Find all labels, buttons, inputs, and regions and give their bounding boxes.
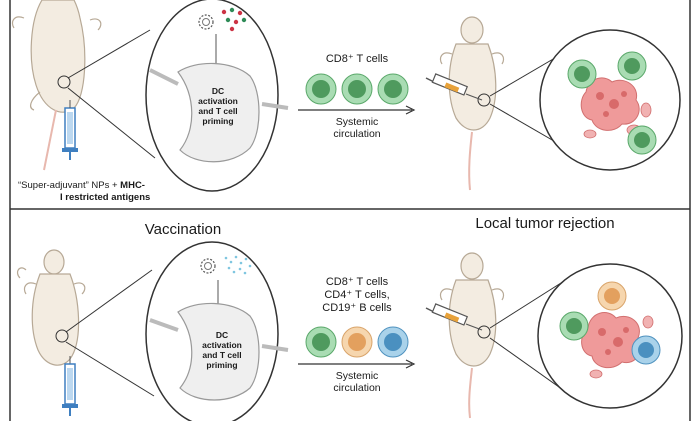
tumor-rejection-heading: Local tumor rejection [475,215,614,232]
b-cell-cd19 [631,335,661,365]
zoom-line [65,269,153,333]
ln-label-line: DC [212,86,224,96]
circulation-arrow-top [298,105,416,115]
ln-label-line: activation [198,96,238,106]
cells-title-bottom: CD4⁺ T cells, [324,289,389,301]
t-cell [341,73,373,105]
zoom-line [67,87,156,159]
ln-label-line: priming [206,360,237,370]
t-cell-cd4 [597,281,627,311]
lymph-node-zoom-bottom [145,241,289,421]
mouse-right-top [439,16,505,191]
mouse-left-top [11,0,102,171]
t-cell [627,125,657,155]
mouse-right-bottom [439,252,505,419]
ln-label-line: priming [202,116,233,126]
syringe-right-top [425,73,483,101]
nps-caption: “Super-adjuvant” NPs + MHC- [18,180,145,191]
b-cell-cd19 [377,326,409,358]
t-cell [305,73,337,105]
lymph-node-zoom-top [145,0,289,192]
arrow-label-line: Systemic [336,116,379,128]
cells-title-bottom: CD8⁺ T cells [326,276,389,288]
tumor-zoom-top [539,29,681,171]
circulation-arrow-bottom [298,359,416,369]
ln-label-line: DC [216,330,228,340]
ln-label-line: and T cell [198,106,237,116]
zoom-line [489,275,573,329]
cells-title-top: CD8⁺ T cells [326,53,389,65]
zoom-line [489,337,567,393]
ln-label-line: and T cell [202,350,241,360]
vaccination-heading: Vaccination [145,221,221,238]
t-cell [567,59,597,89]
syringe-left-bottom [62,356,78,416]
nps-caption-line2: I restricted antigens [60,192,150,203]
arrow-label-line: circulation [333,128,380,140]
t-cell-cd4 [341,326,373,358]
syringe-right-bottom [425,303,483,331]
cells-title-bottom: CD19⁺ B cells [322,302,392,314]
antigen-particles [221,7,247,32]
antigen-particles [224,255,252,275]
t-cell [377,73,409,105]
syringe-left-top [62,100,78,160]
zoom-line [65,341,155,397]
t-cell-cd8 [305,326,337,358]
arrow-label-line: circulation [333,382,380,394]
arrow-label-line: Systemic [336,370,379,382]
t-cell [617,51,647,81]
ln-label-line: activation [202,340,242,350]
tumor-zoom-bottom [537,263,683,409]
t-cell-cd8 [559,311,589,341]
zoom-line [67,29,151,79]
